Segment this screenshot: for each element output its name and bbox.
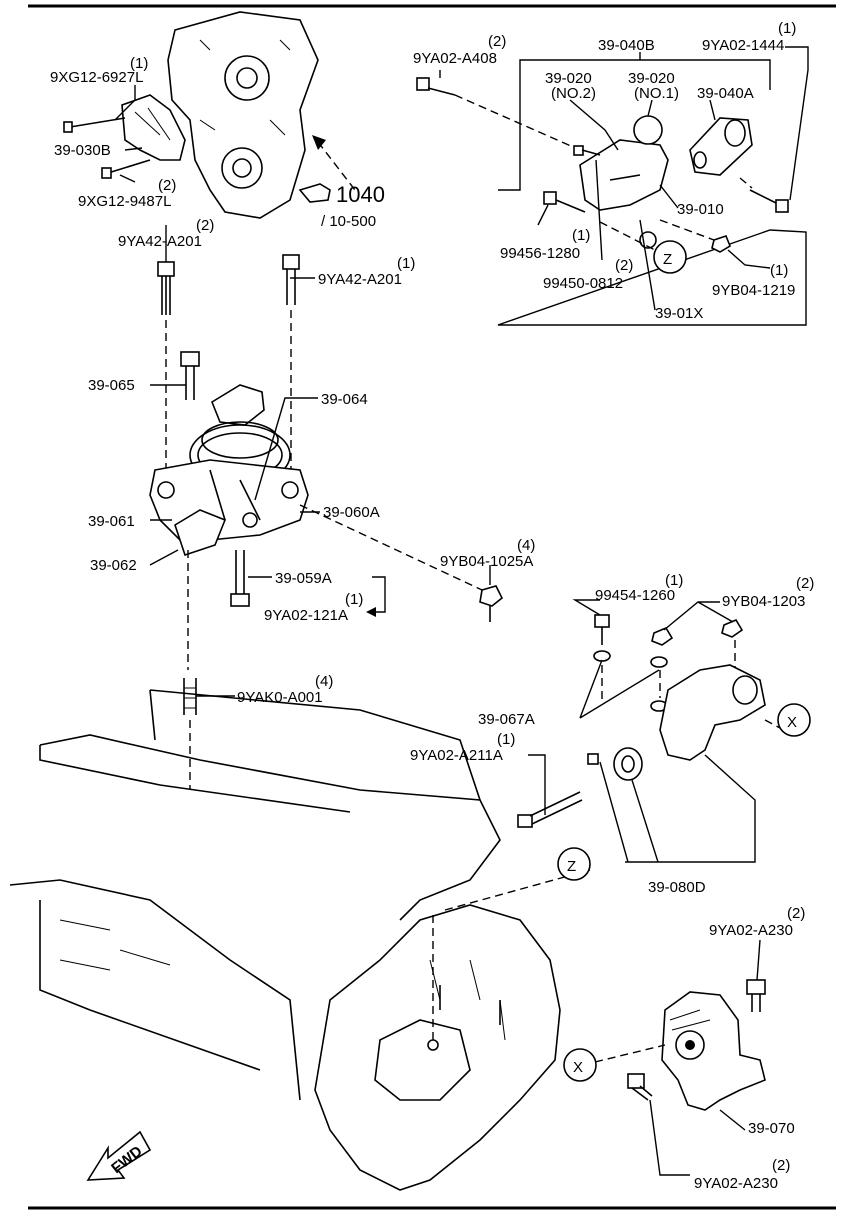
label-39-01x: 39-01X [655,305,703,322]
mount-39-040b [579,115,753,249]
nut-9yb04-1219 [659,219,731,253]
bolt-9xg12-9487l [101,159,151,179]
label-no1: (NO.1) [634,85,679,102]
label-9ya02-a408: 9YA02-A408 [413,50,497,67]
qty-9xg12-9487l: (2) [158,177,176,194]
engine-block [9,689,501,1101]
label-99454-1260: 99454-1260 [595,587,675,604]
washer-39-067a [593,650,668,712]
label-9ya02-a211a: 9YA02-A211A [410,747,503,764]
bolt-9ya42-a201-left [157,261,175,315]
z-ref-dash-top [599,221,656,251]
label-99456-1280: 99456-1280 [500,245,580,262]
qty-9ya02-121a: (1) [345,591,363,608]
nut-9yb04-1203-right [721,618,744,638]
stud-9yak0-a001 [183,678,197,715]
bolt-9ya02-a230-top [746,979,766,1012]
label-9ya42-a201-left: 9YA42-A201 [118,233,202,250]
marker-x-bottom: X [563,1048,597,1082]
label-9ya02-a230-top: 9YA02-A230 [709,922,793,939]
label-9yak0-a001: 9YAK0-A001 [237,689,323,706]
bolt-9ya02-a408 [416,77,581,151]
x-ref-dash-bottom [594,1044,666,1063]
svg-text:Z: Z [567,858,576,875]
label-39-065: 39-065 [88,377,135,394]
label-9yb04-1219: 9YB04-1219 [712,282,795,299]
marker-z-bottom: Z [557,847,591,881]
qty-9ya02-a230-bottom: (2) [772,1157,790,1174]
washer-99454-1260 [594,614,610,645]
qty-99454-1260: (1) [665,572,683,589]
label-39-070: 39-070 [748,1120,795,1137]
leader-lines [114,46,809,1176]
qty-9ya02-1444: (1) [778,20,796,37]
svg-text:X: X [787,714,797,731]
bolt-9ya02-1444 [739,177,789,213]
qty-9xg12-6927l: (1) [130,55,148,72]
label-9yb04-1025a: 9YB04-1025A [440,553,533,570]
label-99450-0812: 99450-0812 [543,275,623,292]
qty-9ya02-a211a: (1) [497,731,515,748]
bracket-39-030b [121,94,186,161]
fwd-arrow-icon: FWD [86,1130,152,1181]
qty-9yb04-1025a: (4) [517,537,535,554]
qty-9ya02-a230-top: (2) [787,905,805,922]
label-9xg12-9487l: 9XG12-9487L [78,193,171,210]
qty-99456-1280: (1) [572,227,590,244]
bolt-99450-0812 [573,145,601,156]
label-no2: (NO.2) [551,85,596,102]
label-9ya02-1444: 9YA02-1444 [702,37,784,54]
label-39-067a: 39-067A [478,711,535,728]
label-9yb04-1203: 9YB04-1203 [722,593,805,610]
ref-1040-dash [317,141,356,191]
svg-text:Z: Z [663,251,672,268]
bolt-9ya42-a201-right [282,254,300,305]
mount-39-080d [587,664,781,781]
label-39-061: 39-061 [88,513,135,530]
label-ref-1040: 1040 [336,182,385,207]
label-ref-10-500: / 10-500 [321,213,376,230]
bolt-9ya02-a230-bottom [627,1073,653,1101]
qty-9ya02-a408: (2) [488,33,506,50]
marker-x-right: X [777,703,811,737]
label-9xg12-6927l: 9XG12-6927L [50,69,143,86]
qty-9ya42-a201-right: (1) [397,255,415,272]
bolt-9ya02-a211a [517,791,583,828]
label-39-020-no1: 39-020 [628,70,675,87]
label-39-040b: 39-040B [598,37,655,54]
label-39-030b: 39-030B [54,142,111,159]
label-39-010: 39-010 [677,201,724,218]
qty-9ya42-a201-left: (2) [196,217,214,234]
label-39-059a: 39-059A [275,570,332,587]
label-39-062: 39-062 [90,557,137,574]
hand-pointer-icon [298,183,331,203]
transmission-case [314,904,561,1191]
label-39-020-no2: 39-020 [545,70,592,87]
engine-front-cover [167,11,319,219]
qty-9yak0-a001: (4) [315,673,333,690]
ref-1040-arrowhead [312,135,326,150]
nut-9yb04-1203-left [651,626,674,646]
label-9ya42-a201-right: 9YA42-A201 [318,271,402,288]
bolt-39-065 [180,351,200,400]
svg-text:X: X [573,1059,583,1076]
assembly-box-frame [497,59,807,326]
marker-z-top: Z [653,240,687,274]
label-39-080d: 39-080D [648,879,706,896]
label-9ya02-121a: 9YA02-121A [264,607,348,624]
bolt-99456-1280 [543,191,586,213]
qty-9yb04-1219: (1) [770,262,788,279]
mount-39-070 [661,991,766,1111]
mount-39-060a [149,459,309,557]
label-39-040a: 39-040A [697,85,754,102]
nut-9yb04-1025a [299,504,504,622]
bolt-39-059a [230,550,250,607]
label-39-064: 39-064 [321,391,368,408]
qty-9yb04-1203: (2) [796,575,814,592]
label-9ya02-a230-bottom: 9YA02-A230 [694,1175,778,1192]
label-39-060a: 39-060A [323,504,380,521]
qty-99450-0812: (2) [615,257,633,274]
